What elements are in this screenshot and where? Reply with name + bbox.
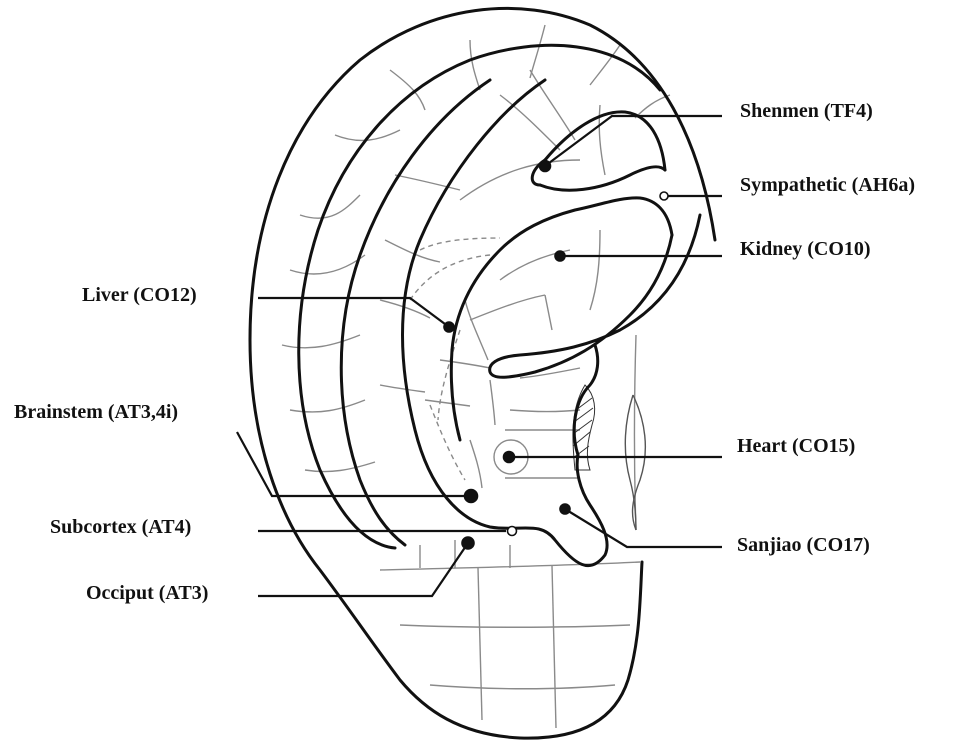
point-labels: Shenmen (TF4) Sympathetic (AH6a) Kidney … (14, 100, 915, 604)
marker-sanjiao (560, 504, 570, 514)
label-shenmen: Shenmen (TF4) (740, 100, 873, 122)
marker-sympathetic (660, 192, 668, 200)
label-occiput: Occiput (AT3) (86, 582, 208, 604)
label-sanjiao: Sanjiao (CO17) (737, 534, 870, 556)
marker-subcortex (508, 527, 517, 536)
marker-brainstem (465, 490, 478, 503)
label-subcortex: Subcortex (AT4) (50, 516, 191, 538)
leader-occiput (258, 543, 468, 596)
marker-occiput (462, 537, 474, 549)
label-kidney: Kidney (CO10) (740, 238, 871, 260)
marker-shenmen (540, 161, 551, 172)
marker-kidney (555, 251, 565, 261)
marker-liver (444, 322, 454, 332)
label-sympathetic: Sympathetic (AH6a) (740, 174, 915, 196)
leader-sanjiao (565, 509, 722, 547)
label-heart: Heart (CO15) (737, 435, 855, 457)
label-liver: Liver (CO12) (82, 284, 197, 306)
ear-outline (250, 8, 715, 738)
marker-heart (504, 452, 515, 463)
leader-liver (258, 298, 449, 327)
label-brainstem: Brainstem (AT3,4i) (14, 401, 178, 423)
